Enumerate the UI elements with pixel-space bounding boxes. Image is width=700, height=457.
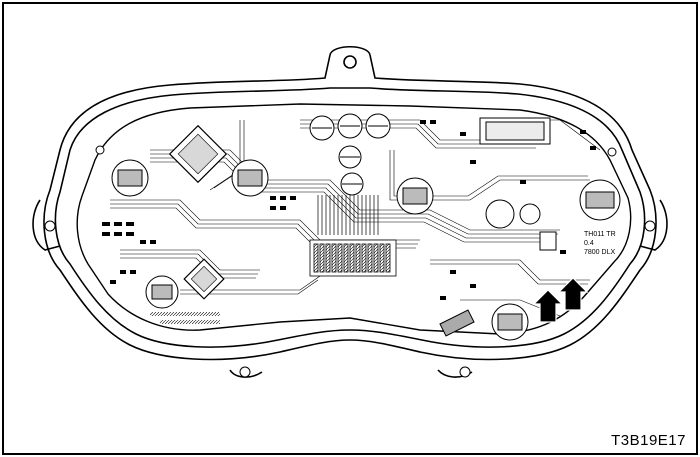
pcb-traces xyxy=(110,119,601,317)
board-label-2: 0.4 xyxy=(584,240,594,247)
bulb-sockets xyxy=(111,159,621,341)
microcontroller-chip xyxy=(168,124,228,184)
connector-bus xyxy=(317,195,379,235)
board-marking: TH011 TR 0.4 7800 DLX xyxy=(584,231,616,256)
capacitors xyxy=(309,113,391,196)
bottom-pad xyxy=(439,231,557,337)
driver-chip xyxy=(183,258,225,300)
cluster-housing xyxy=(32,45,668,378)
up-arrow-icon xyxy=(532,289,564,323)
mounting-holes xyxy=(44,145,656,378)
callout-arrows xyxy=(532,277,589,323)
edge-connector xyxy=(309,239,397,277)
smd-components xyxy=(102,120,596,324)
display-window xyxy=(479,117,551,145)
board-label-3: 7800 DLX xyxy=(584,249,615,256)
board-label-1: TH011 TR xyxy=(584,231,616,238)
up-arrow-icon xyxy=(557,277,589,311)
figure-id: T3B19E17 xyxy=(611,432,686,449)
